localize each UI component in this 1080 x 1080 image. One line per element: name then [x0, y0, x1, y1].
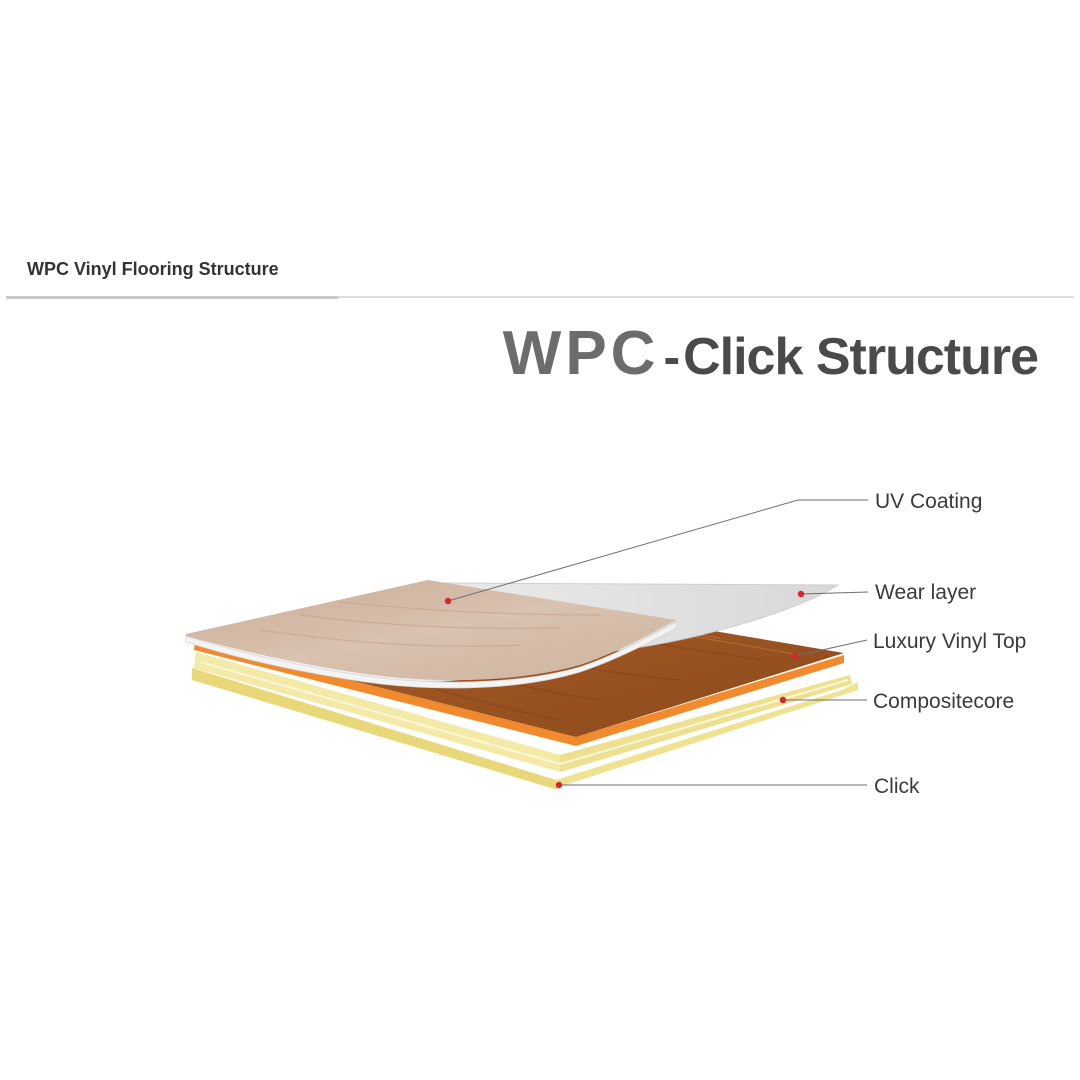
label-compositecore: Compositecore [873, 690, 1014, 713]
label-wear-layer: Wear layer [875, 581, 976, 604]
page-heading: WPC Vinyl Flooring Structure [27, 259, 279, 279]
leader-line-luxury-vinyl-top [794, 639, 868, 657]
leader-line-wear-layer [800, 591, 869, 595]
layer-uv-coating [185, 580, 677, 689]
marker-click [555, 781, 563, 789]
layer-orange-base [194, 641, 844, 746]
marker-compositecore [779, 696, 787, 704]
diagram-title-dash: - [663, 329, 680, 385]
heading-divider-accent [6, 296, 338, 299]
marker-luxury-vinyl-top [791, 652, 799, 660]
leader-lines [447, 499, 869, 786]
diagram-title-main: WPC [502, 319, 660, 388]
layer-compositecore [194, 652, 852, 772]
label-click: Click [874, 775, 920, 798]
label-uv-coating: UV Coating [875, 490, 982, 513]
leader-line-uv-coating [447, 499, 868, 602]
layer-click [192, 668, 858, 790]
marker-wear-layer [797, 590, 805, 598]
diagram-title-rest: Click Structure [683, 328, 1039, 386]
heading-divider [6, 296, 1074, 298]
marker-uv-coating [444, 597, 452, 605]
label-luxury-vinyl-top: Luxury Vinyl Top [873, 630, 1026, 653]
layer-markers [444, 590, 805, 789]
diagram-title: WPC-Click Structure [502, 318, 1039, 389]
